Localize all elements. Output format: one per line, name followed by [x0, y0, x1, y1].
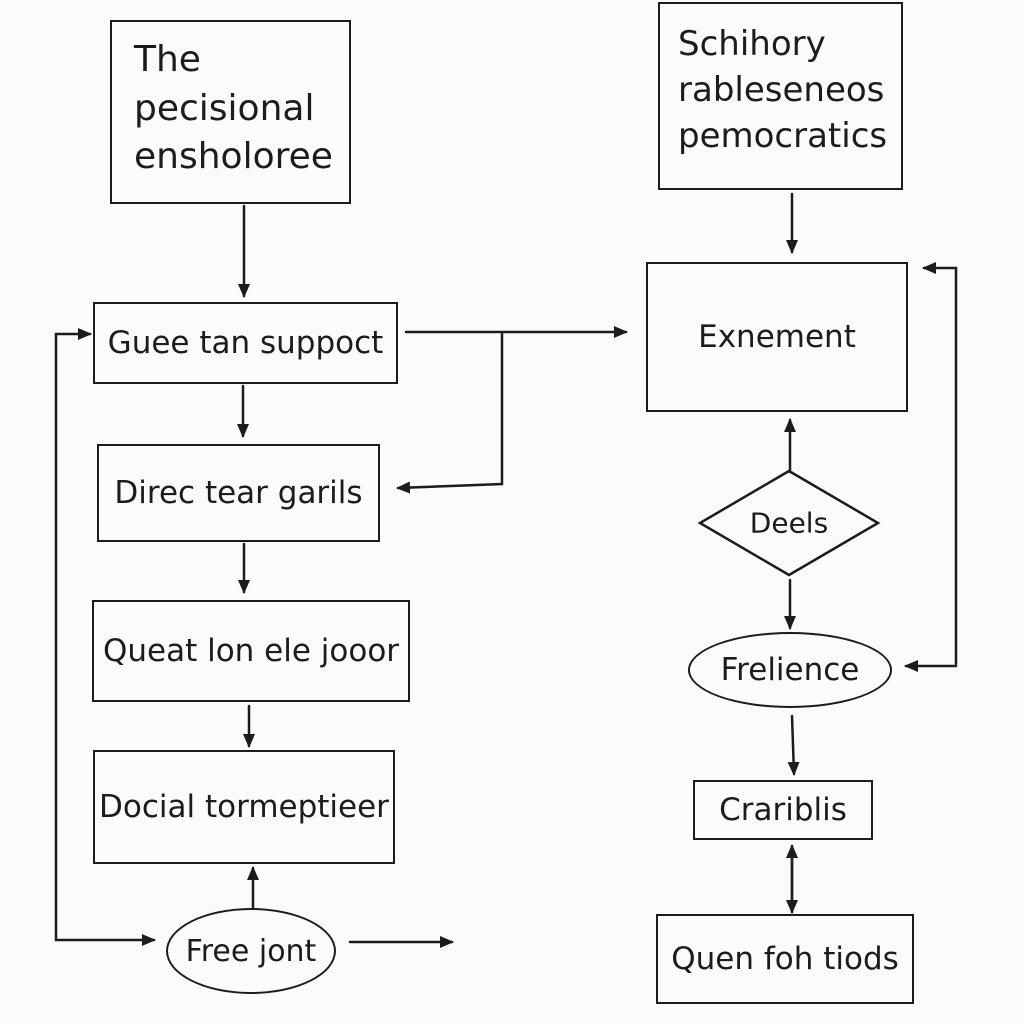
arrow-branch-to-direc [396, 332, 504, 494]
arrow-right-loop-top [922, 262, 958, 666]
right-title-line2: rableseneos [678, 69, 885, 110]
left-title-line3: ensholoree [134, 136, 333, 178]
deels-diamond[interactable]: Deels [696, 468, 882, 578]
left-title-box[interactable]: The pecisional ensholoree [110, 20, 351, 204]
queat-box[interactable]: Queat lon ele jooor [92, 600, 410, 702]
craribilis-box-label: Crariblis [719, 792, 847, 828]
arrow-frelience-to-craribilis [787, 714, 800, 776]
quen-box[interactable]: Quen foh tiods [656, 914, 914, 1004]
direc-box-label: Direc tear garils [114, 475, 363, 511]
frelience-ellipse[interactable]: Frelience [688, 632, 892, 708]
exnement-box[interactable]: Exnement [646, 262, 908, 412]
direc-box[interactable]: Direc tear garils [97, 444, 380, 542]
support-box-label: Guee tan suppoct [107, 325, 384, 361]
deels-label: Deels [749, 506, 829, 540]
exnement-box-label: Exnement [698, 319, 856, 355]
free-jont-label: Free jont [185, 933, 317, 969]
docial-box-label: Docial tormeptieer [99, 789, 389, 825]
queat-box-label: Queat lon ele jooor [102, 633, 400, 669]
right-title-line1: Schihory [678, 24, 826, 64]
right-title-line3: pemocratics [678, 115, 888, 156]
right-title-box[interactable]: Schihory rableseneos pemocratics [658, 2, 903, 190]
support-box[interactable]: Guee tan suppoct [93, 302, 398, 384]
left-title-line1: The [134, 39, 201, 80]
docial-box[interactable]: Docial tormeptieer [93, 750, 395, 864]
craribilis-box[interactable]: Crariblis [693, 780, 873, 840]
diamond-shape [697, 469, 881, 577]
free-jont-ellipse[interactable]: Free jont [166, 908, 336, 994]
arrow-free-loop-in [54, 332, 156, 946]
quen-box-label: Quen foh tiods [671, 941, 899, 977]
frelience-label: Frelience [720, 652, 860, 688]
left-title-line2: pecisional [134, 87, 315, 129]
